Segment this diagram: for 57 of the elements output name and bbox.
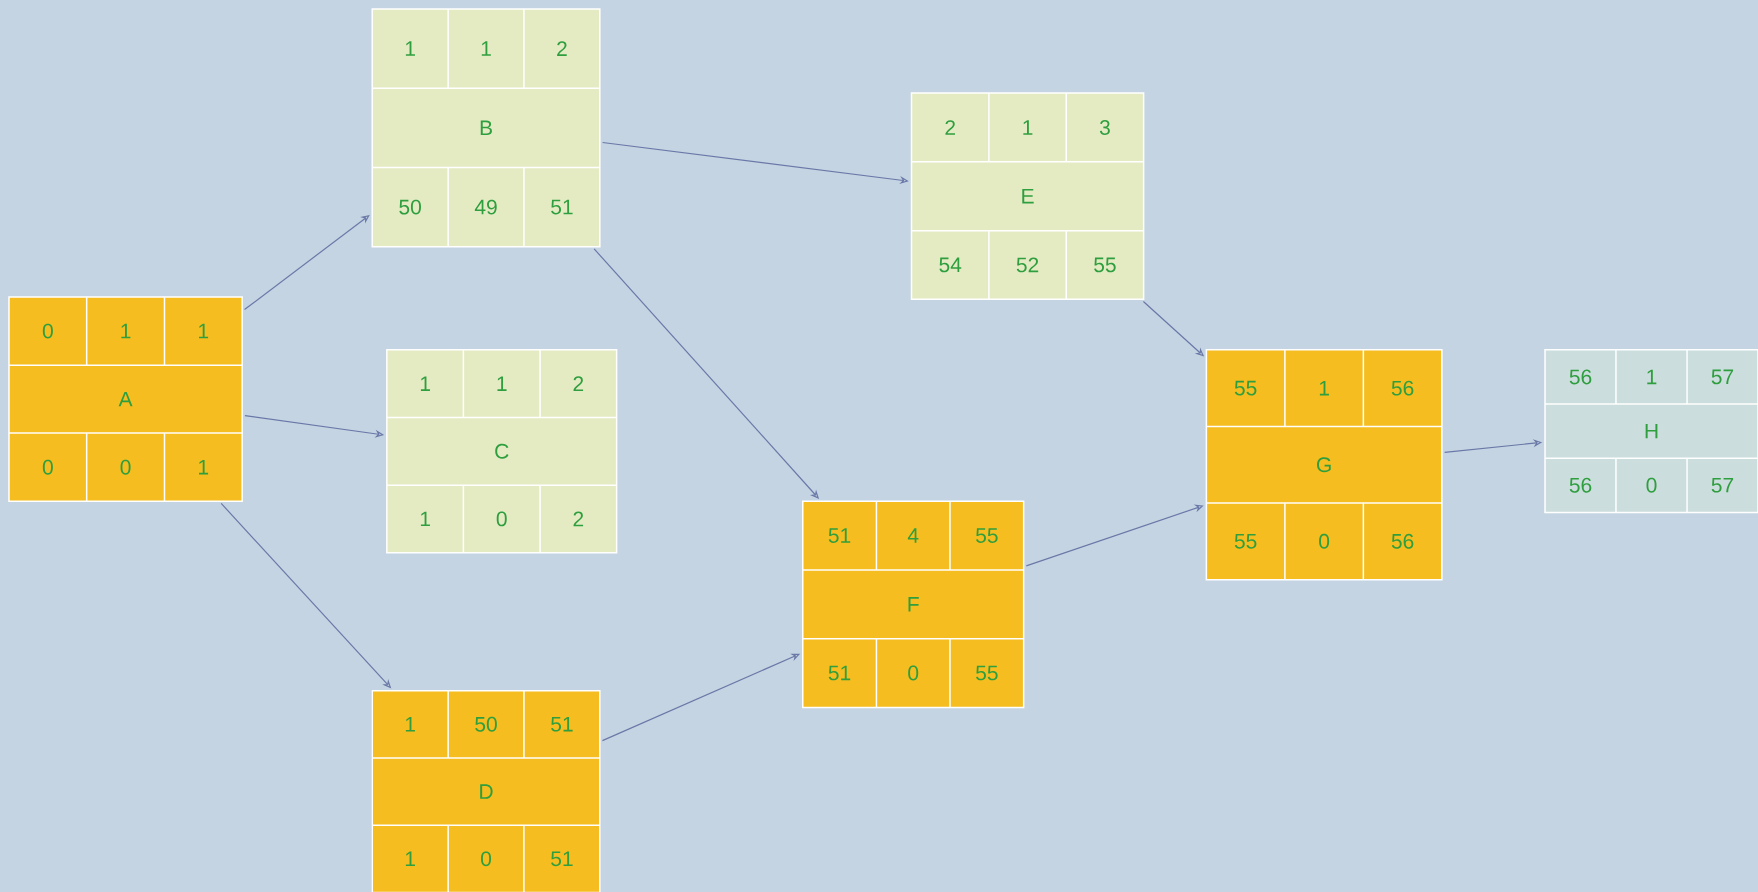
activity-name: A bbox=[118, 391, 133, 407]
cell-value: 55 bbox=[1234, 533, 1257, 549]
cell-value: 54 bbox=[939, 257, 962, 273]
activity-name: E bbox=[1022, 188, 1034, 204]
cell-value: 57 bbox=[1711, 477, 1734, 493]
cell-value: 56 bbox=[1569, 369, 1592, 385]
cell-value: 0 bbox=[481, 851, 492, 867]
cell-value: 0 bbox=[496, 511, 507, 527]
cell-value: 2 bbox=[573, 376, 584, 391]
cell-value: 57 bbox=[1711, 369, 1734, 385]
cell-value: 56 bbox=[1391, 533, 1414, 549]
cell-value: 2 bbox=[945, 119, 955, 135]
cell-value: 1 bbox=[1319, 380, 1329, 396]
activity-name: F bbox=[908, 596, 919, 612]
cell-value: 1 bbox=[1647, 369, 1657, 384]
activity-name: B bbox=[480, 120, 492, 135]
cell-value: 2 bbox=[573, 511, 584, 526]
cell-value: 0 bbox=[1319, 533, 1330, 549]
activity-name: G bbox=[1317, 457, 1331, 472]
activity-name: C bbox=[495, 443, 509, 459]
cell-value: 3 bbox=[1099, 119, 1110, 135]
cell-value: 1 bbox=[420, 511, 430, 526]
cell-value: 51 bbox=[828, 528, 851, 543]
cell-value: 55 bbox=[976, 528, 998, 543]
cell-value: 51 bbox=[551, 716, 573, 732]
cell-value: 1 bbox=[199, 459, 209, 475]
cell-value: 0 bbox=[908, 665, 919, 681]
cell-value: 2 bbox=[557, 41, 567, 56]
arrow bbox=[243, 214, 370, 310]
cell-value: 56 bbox=[1391, 380, 1414, 396]
cell-value: 1 bbox=[199, 323, 209, 339]
cell-value: 51 bbox=[551, 851, 573, 866]
cell-value: 1 bbox=[405, 851, 415, 866]
cell-value: 50 bbox=[399, 199, 421, 215]
cell-value: 50 bbox=[475, 716, 497, 732]
cell-value: 49 bbox=[474, 199, 497, 215]
cell-value: 51 bbox=[551, 199, 573, 215]
cell-value: 1 bbox=[1023, 120, 1033, 135]
cell-value: 0 bbox=[1646, 477, 1657, 493]
cell-value: 55 bbox=[1094, 257, 1116, 273]
cell-value: 0 bbox=[120, 459, 131, 475]
cell-value: 0 bbox=[42, 323, 53, 339]
cell-value: 1 bbox=[405, 41, 415, 56]
cell-value: 1 bbox=[420, 376, 430, 391]
cell-value: 0 bbox=[42, 459, 53, 475]
activity-name: H bbox=[1645, 423, 1658, 439]
cell-value: 1 bbox=[497, 376, 507, 391]
cell-value: 55 bbox=[976, 665, 998, 681]
cell-value: 56 bbox=[1569, 477, 1592, 493]
cell-value: 1 bbox=[405, 716, 415, 732]
cell-value: 52 bbox=[1016, 257, 1039, 273]
activity-name: D bbox=[480, 784, 493, 799]
cell-value: 1 bbox=[481, 41, 491, 56]
cell-value: 1 bbox=[121, 323, 131, 339]
cell-value: 51 bbox=[828, 665, 851, 681]
cell-value: 55 bbox=[1234, 380, 1257, 396]
cell-value: 4 bbox=[907, 528, 919, 543]
